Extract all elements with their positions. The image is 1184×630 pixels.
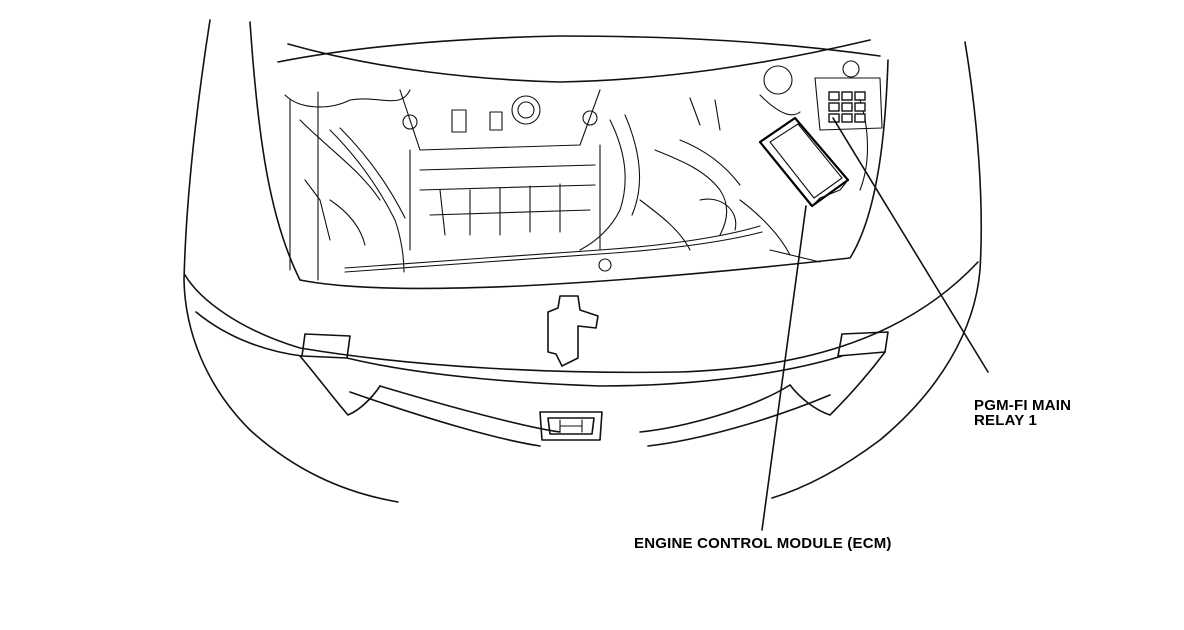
ecm-module xyxy=(758,116,850,208)
car-body-outline xyxy=(183,19,983,503)
engine-block xyxy=(284,60,869,281)
relay-leader-line xyxy=(832,117,989,373)
under-hood-fuse-relay-box xyxy=(814,77,883,131)
relay-label-line-2: RELAY 1 xyxy=(974,412,1038,429)
hood-opening xyxy=(249,21,889,290)
callout-leader-lines xyxy=(761,117,989,531)
relay-label-line-1: PGM-FI MAIN xyxy=(974,397,1072,414)
front-emblem xyxy=(539,411,603,441)
hood-latch xyxy=(547,295,599,367)
ecm-leader-line xyxy=(761,205,807,531)
ecm-callout-label: ENGINE CONTROL MODULE (ECM) xyxy=(634,535,892,552)
relay-callout-label: PGM-FI MAIN RELAY 1 xyxy=(974,398,1071,428)
